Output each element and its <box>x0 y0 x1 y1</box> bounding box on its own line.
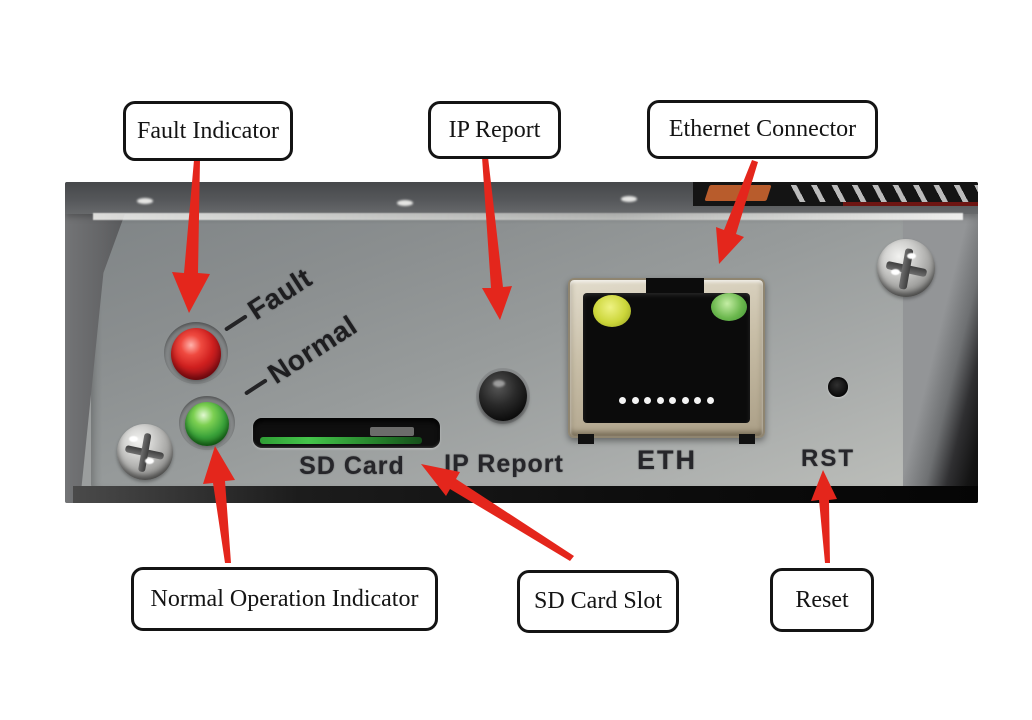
callout-ethernet-connector: Ethernet Connector <box>647 100 878 159</box>
callout-ethernet-connector-label: Ethernet Connector <box>668 116 857 142</box>
reflection-glint <box>397 200 413 206</box>
callout-reset: Reset <box>770 568 874 632</box>
reflection-glint <box>137 198 153 204</box>
reset-hole <box>828 377 848 397</box>
rj45-mount-notch <box>739 434 755 444</box>
reflection-glint <box>621 196 637 202</box>
screw-glint <box>891 269 900 275</box>
phillips-screw-left <box>117 424 173 480</box>
callout-ip-report: IP Report <box>428 101 561 159</box>
eth-green-led <box>711 293 747 321</box>
rj45-pins <box>619 397 714 404</box>
device-photo: Fault Normal <box>65 182 978 503</box>
screw-glint <box>907 253 916 259</box>
ip-report-button <box>479 371 527 421</box>
sticker-orange-stripe <box>704 185 772 201</box>
screw-glint <box>145 458 154 464</box>
sd-card-silkscreen: SD Card <box>299 452 405 480</box>
panel-bottom-gap <box>73 486 978 503</box>
callout-ip-report-label: IP Report <box>448 116 541 143</box>
callout-fault-indicator: Fault Indicator <box>123 101 293 161</box>
ethernet-connector <box>568 278 765 444</box>
panel-top-highlight <box>93 213 963 220</box>
leader-line <box>243 378 268 396</box>
fault-led <box>171 328 221 380</box>
antminer-sticker <box>693 182 978 206</box>
screw-glint <box>129 436 138 442</box>
rj45-mount-notch <box>578 434 594 444</box>
rj45-port-opening <box>583 293 750 423</box>
ip-report-silkscreen: IP Report <box>444 450 564 478</box>
callout-normal-operation-label: Normal Operation Indicator <box>150 585 419 612</box>
leader-line <box>223 314 248 332</box>
rst-silkscreen: RST <box>801 445 855 472</box>
normal-led <box>185 402 229 446</box>
button-glint <box>493 380 506 387</box>
phillips-screw-right <box>877 239 935 297</box>
callout-sd-card-slot-label: SD Card Slot <box>533 588 662 614</box>
panel-top-edge <box>65 182 978 214</box>
callout-fault-indicator-label: Fault Indicator <box>137 117 279 144</box>
callout-sd-card-slot: SD Card Slot <box>517 570 679 633</box>
sticker-red-underline <box>843 202 978 206</box>
sticker-logo-hatching <box>785 185 978 202</box>
sd-card-slot <box>253 418 440 448</box>
sd-slot-pcb-edge <box>260 437 422 444</box>
eth-silkscreen: ETH <box>637 445 697 475</box>
callout-reset-label: Reset <box>795 586 849 613</box>
sd-slot-detail <box>370 427 414 436</box>
callout-normal-operation-indicator: Normal Operation Indicator <box>131 567 438 631</box>
eth-yellow-led <box>593 295 631 327</box>
